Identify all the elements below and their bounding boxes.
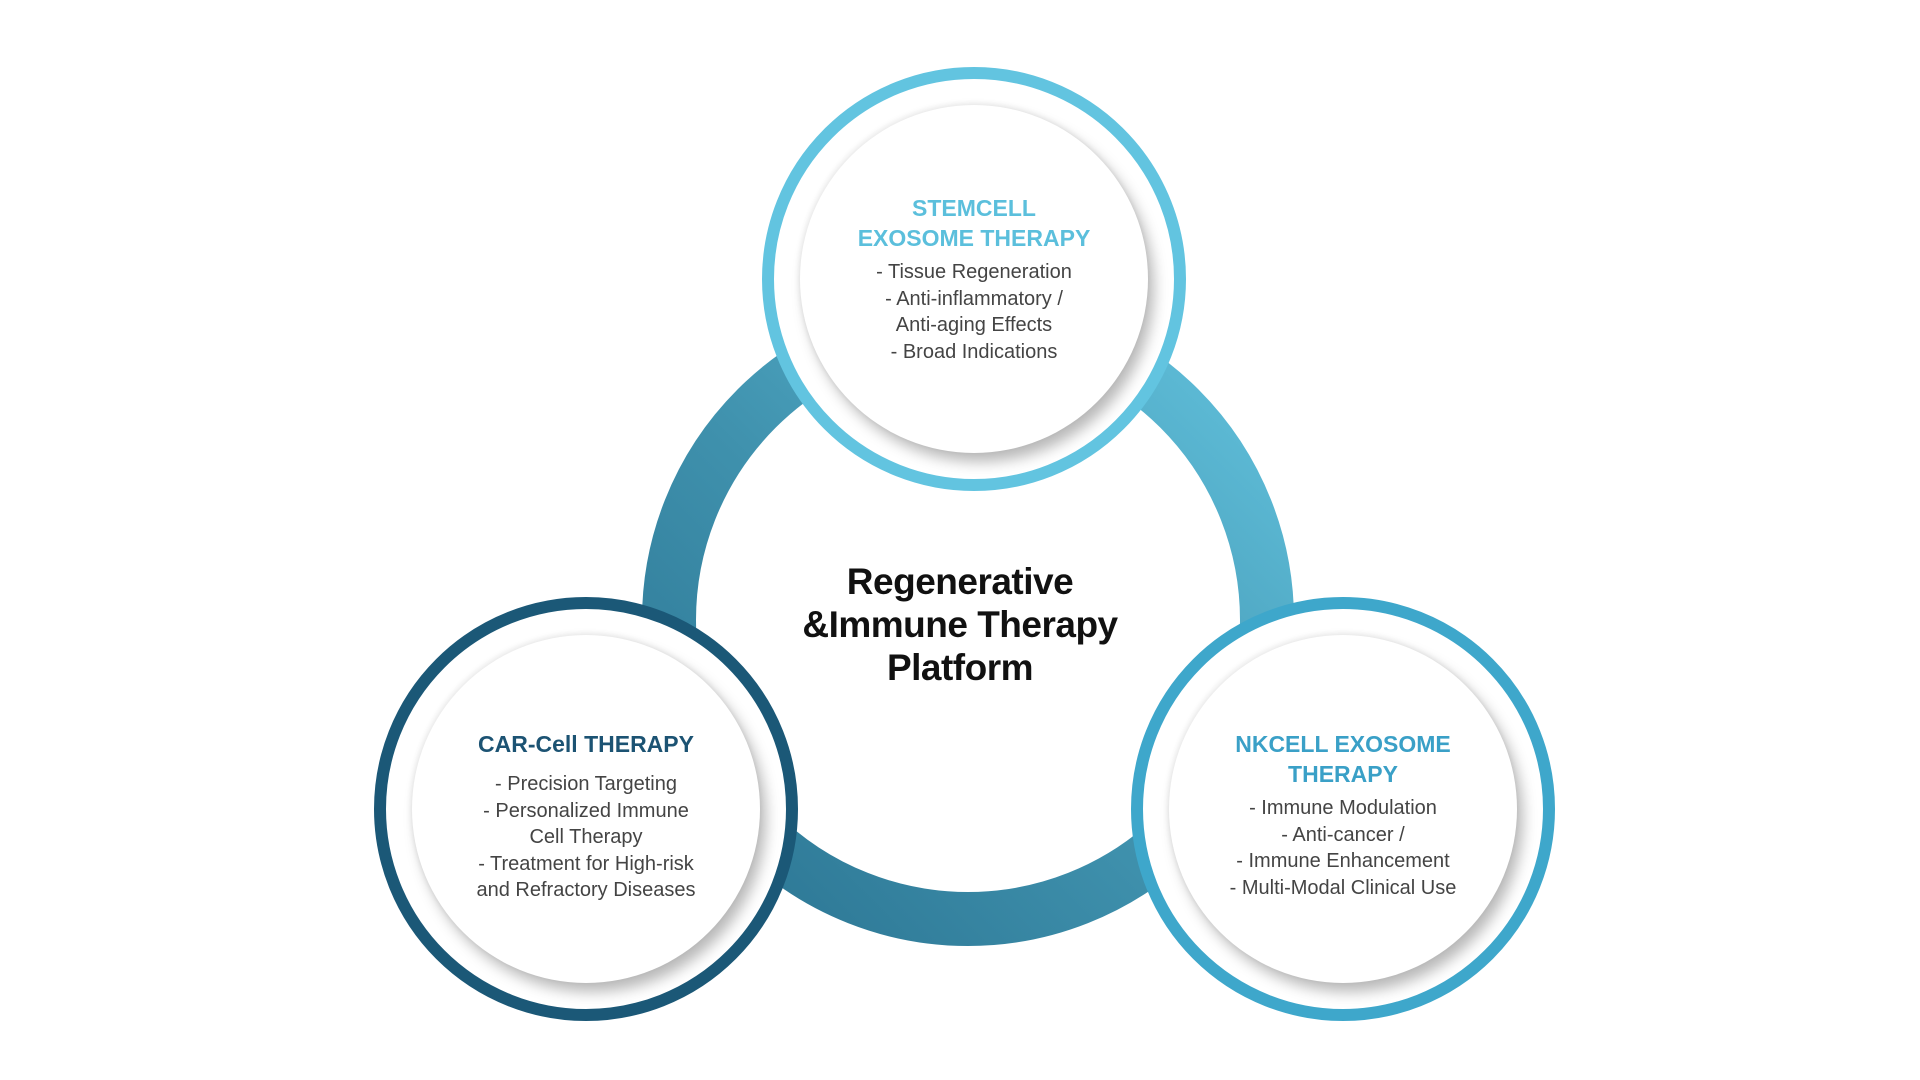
node-inner-disc <box>800 105 1148 453</box>
list-item: - Broad Indications <box>890 340 1058 363</box>
list-item: - Anti-cancer / <box>1281 823 1405 846</box>
list-item: - Multi-Modal Clinical Use <box>1229 876 1457 899</box>
node-content: NKCELL EXOSOME THERAPY - Immune Modulati… <box>1167 729 1519 901</box>
node-inner-disc <box>412 635 760 983</box>
benefit-list: - Tissue Regeneration - Anti-inflammator… <box>798 259 1150 365</box>
node-title: CAR-Cell THERAPY <box>478 731 694 757</box>
platform-title-line: &Immune Therapy <box>802 604 1118 645</box>
node-title: THERAPY <box>1288 761 1398 787</box>
list-item: - Immune Enhancement <box>1236 850 1450 872</box>
car-cell-therapy-node: CAR-Cell THERAPY - Precision Targeting -… <box>374 597 798 1021</box>
node-content: CAR-Cell THERAPY - Precision Targeting -… <box>410 729 762 904</box>
platform-title: Regenerative &Immune Therapy Platform <box>660 560 1260 689</box>
node-title: NKCELL EXOSOME <box>1235 731 1451 757</box>
list-item: - Personalized Immune <box>483 799 689 822</box>
stemcell-exosome-node: STEMCELL EXOSOME THERAPY - Tissue Regene… <box>762 67 1186 491</box>
list-item: Cell Therapy <box>529 826 643 848</box>
list-item: - Immune Modulation <box>1249 797 1437 819</box>
node-inner-disc <box>1169 635 1517 983</box>
node-title: EXOSOME THERAPY <box>857 225 1091 251</box>
node-title: STEMCELL <box>912 195 1036 221</box>
list-item: and Refractory Diseases <box>476 879 696 901</box>
benefit-list: - Immune Modulation - Anti-cancer / - Im… <box>1167 795 1519 901</box>
nkcell-exosome-node: NKCELL EXOSOME THERAPY - Immune Modulati… <box>1131 597 1555 1021</box>
benefit-list: - Precision Targeting - Personalized Imm… <box>410 771 762 904</box>
node-content: STEMCELL EXOSOME THERAPY - Tissue Regene… <box>798 193 1150 365</box>
list-item: Anti-aging Effects <box>895 314 1053 336</box>
list-item: - Treatment for High-risk <box>478 852 694 875</box>
platform-title-line: Platform <box>886 647 1034 688</box>
list-item: - Anti-inflammatory / <box>885 287 1063 310</box>
list-item: - Precision Targeting <box>495 773 677 795</box>
platform-title-line: Regenerative <box>846 561 1074 602</box>
list-item: - Tissue Regeneration <box>876 261 1072 283</box>
